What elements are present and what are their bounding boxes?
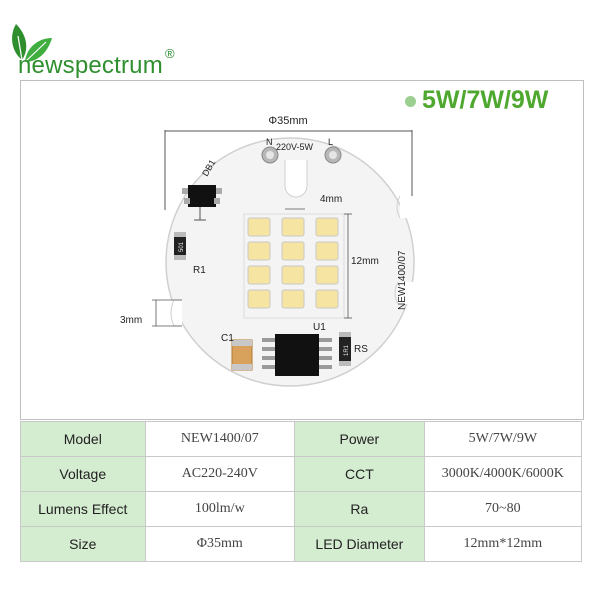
led-chip xyxy=(247,241,271,261)
spec-value: 5W/7W/9W xyxy=(423,421,583,457)
pin-l-label: L xyxy=(328,137,333,147)
spec-label: Voltage xyxy=(20,456,146,492)
title-bullet-icon xyxy=(405,96,416,107)
table-row: Lumens Effect 100lm/w Ra 70~80 xyxy=(20,491,583,527)
table-row: Model NEW1400/07 Power 5W/7W/9W xyxy=(20,421,583,457)
led-chip xyxy=(315,289,339,309)
component-rs xyxy=(339,332,351,366)
c1-label: C1 xyxy=(221,333,234,344)
rs-label: RS xyxy=(354,344,368,355)
led-chip xyxy=(281,217,305,237)
r1-label: R1 xyxy=(193,265,206,276)
u1-label: U1 xyxy=(313,322,326,333)
brand-name: newspectrum® xyxy=(18,46,175,80)
hole-dimension: 4mm xyxy=(320,194,342,205)
r1-code: 501 xyxy=(179,241,185,252)
pin-n-label: N xyxy=(266,137,273,147)
led-chip xyxy=(281,265,305,285)
spec-value: 100lm/w xyxy=(144,491,296,527)
leaf-icon xyxy=(12,24,52,63)
led-chip xyxy=(247,217,271,237)
spec-label: LED Diameter xyxy=(294,526,425,562)
component-c1 xyxy=(231,339,253,371)
spec-label: Lumens Effect xyxy=(20,491,146,527)
spec-label: Model xyxy=(20,421,146,457)
spec-value: 70~80 xyxy=(423,491,583,527)
spec-value: 3000K/4000K/6000K xyxy=(423,456,583,492)
edge-dimension xyxy=(152,299,182,327)
spec-label: Size xyxy=(20,526,146,562)
rs-code: 1R1 xyxy=(344,344,350,356)
spec-value: 12mm*12mm xyxy=(423,526,583,562)
spec-label: CCT xyxy=(294,456,425,492)
led-chip xyxy=(315,217,339,237)
component-db1 xyxy=(182,185,222,221)
led-chip xyxy=(247,289,271,309)
component-r1 xyxy=(174,232,186,260)
led-dimension-label: 12mm xyxy=(351,256,379,267)
pad-l xyxy=(324,146,342,164)
spec-value: Φ35mm xyxy=(144,526,296,562)
led-chip xyxy=(247,265,271,285)
led-chip xyxy=(281,241,305,261)
table-row: Size Φ35mm LED Diameter 12mm*12mm xyxy=(20,526,583,562)
spec-value: NEW1400/07 xyxy=(144,421,296,457)
spec-label: Ra xyxy=(294,491,425,527)
voltage-marking: 220V-5W xyxy=(276,142,314,152)
component-u1 xyxy=(262,334,332,376)
diameter-label: Φ35mm xyxy=(268,115,307,127)
table-row: Voltage AC220-240V CCT 3000K/4000K/6000K xyxy=(20,456,583,492)
pcb-diagram: Φ35mm N L 220V-5W 4mm DB1 xyxy=(120,115,415,387)
led-dimension xyxy=(344,213,352,319)
registered-mark: ® xyxy=(164,46,175,61)
led-array xyxy=(243,213,345,319)
pad-n xyxy=(261,146,279,164)
brand-text: newspectrum xyxy=(18,52,163,79)
specs-table: Model NEW1400/07 Power 5W/7W/9W Voltage … xyxy=(20,421,583,562)
spec-value: AC220-240V xyxy=(144,456,296,492)
led-chip xyxy=(281,289,305,309)
edge-dimension-label: 3mm xyxy=(120,315,142,326)
led-chip xyxy=(315,265,339,285)
led-chip xyxy=(315,241,339,261)
spec-label: Power xyxy=(294,421,425,457)
part-number: NEW1400/07 xyxy=(397,250,408,310)
product-frame xyxy=(20,80,584,420)
brand-logo xyxy=(12,24,52,63)
power-title: 5W/7W/9W xyxy=(422,86,549,114)
